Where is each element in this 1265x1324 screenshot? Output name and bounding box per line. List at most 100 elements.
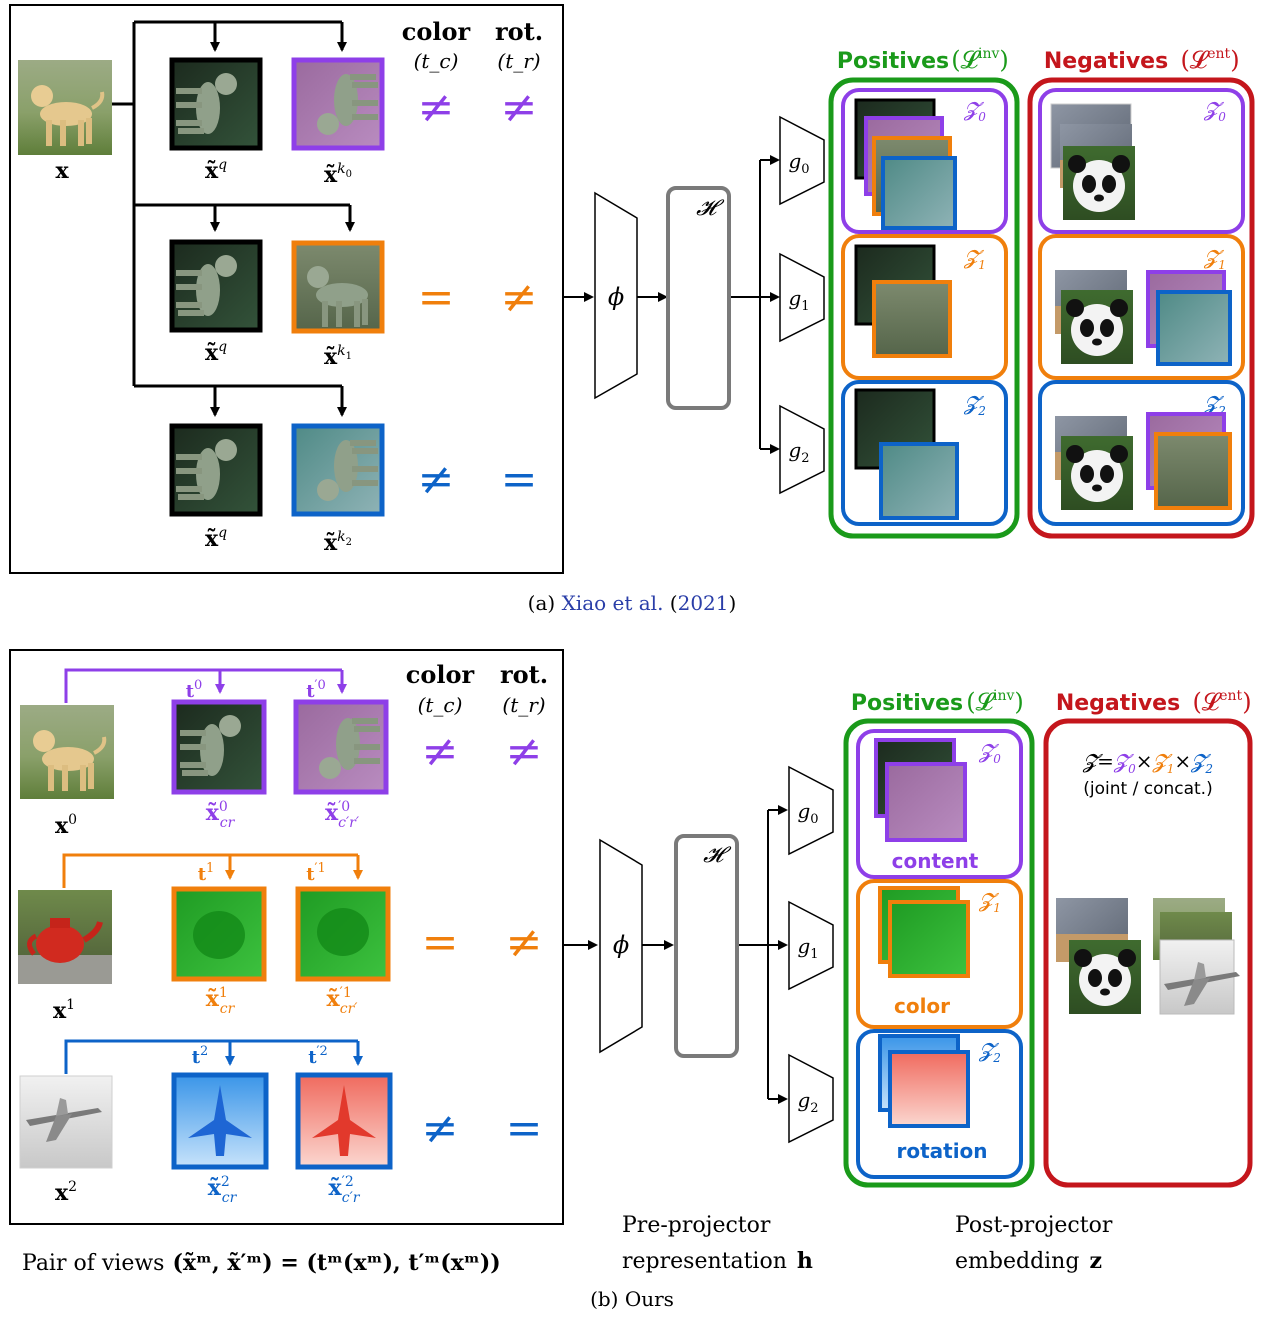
t-label-b0: t0 (186, 678, 203, 702)
rot-rel-b1: ≠ (506, 917, 543, 968)
view-a2-key (291, 423, 385, 517)
loss-ent-a: (𝓛ent) (1180, 46, 1239, 74)
projector-g2-a (779, 404, 825, 495)
input-image-x0 (20, 705, 114, 799)
rot-rel-b0: ≠ (506, 726, 543, 777)
pair-of-views-label: Pair of views(x̃ᵐ, x̃′ᵐ) = (tᵐ(xᵐ), t′ᵐ(… (22, 1250, 501, 1276)
label-a1-q: x̃q (205, 339, 227, 366)
rot-rel-a2: = (501, 454, 538, 505)
view-b1-2 (295, 886, 391, 982)
loss-inv-a: (𝓛inv) (951, 46, 1009, 74)
view-a0-query (169, 57, 263, 151)
header-color-b: color (406, 660, 475, 689)
g1-label-b: g1 (797, 934, 818, 962)
pos-stack-b0 (874, 738, 967, 842)
projector-g0-a (779, 115, 825, 206)
color-rel-a1: = (418, 272, 455, 323)
z1-box-a (841, 234, 1008, 380)
view-a1-query (169, 239, 263, 333)
rot-rel-a1: ≠ (501, 272, 538, 323)
panel-b-frame (9, 649, 564, 1225)
t-label-b1: t1 (198, 861, 215, 885)
input-image-x1 (18, 890, 112, 984)
input-label-x0: x0 (55, 812, 77, 839)
negatives-box-b (1043, 718, 1253, 1188)
encoder-phi-b (599, 838, 643, 1054)
neg-z1-box-a (1038, 234, 1245, 380)
pos-stack-a1 (854, 244, 952, 358)
header-color-a: color (402, 17, 471, 46)
neg-z0-box-a (1038, 88, 1245, 234)
connector-b2 (64, 1039, 358, 1074)
view-a0-key (291, 57, 385, 151)
header-rot-b: rot. (500, 660, 548, 689)
projector-branches-a (731, 160, 761, 449)
t-label-b2: t2 (192, 1044, 209, 1068)
z0-label-a: 𝓩0 (963, 97, 986, 124)
pre-projector-label-1: Pre-projector (622, 1213, 771, 1238)
z2-box-a (841, 380, 1008, 526)
label-a0-k: x̃k0 (324, 161, 352, 188)
z2-label-b: 𝓩2 (978, 1038, 1001, 1065)
pos-stack-b1 (878, 886, 970, 978)
phi-label-b: ϕ (613, 931, 629, 959)
projector-g0-b (788, 765, 834, 856)
projector-g2-b (788, 1053, 834, 1144)
neg-z0-label-a: 𝓩0 (1203, 97, 1226, 124)
g0-label-a: g0 (788, 149, 809, 177)
loss-ent-b: (𝓛ent) (1192, 688, 1251, 716)
pos-label-color: color (894, 994, 950, 1018)
panel-a-frame (9, 4, 564, 574)
connector-b1 (62, 853, 358, 888)
neg-stack-a0 (1050, 103, 1135, 220)
z1-label-a: 𝓩1 (963, 245, 986, 272)
representation-h-b (674, 834, 739, 1058)
joint-equation: 𝓩=𝓩0×𝓩1×𝓩2 (1082, 749, 1213, 776)
input-label-x2: x2 (55, 1179, 77, 1206)
color-rel-a2: ≠ (418, 454, 455, 505)
view-b1-1 (171, 886, 267, 982)
rot-rel-a0: ≠ (501, 82, 538, 133)
neg-stack-a1 (1055, 270, 1232, 366)
pos-stack-b2 (878, 1034, 970, 1128)
branch-connectors-a (112, 20, 350, 388)
z1-label-b: 𝓩1 (978, 888, 1001, 915)
tp-label-b2: t′2 (308, 1044, 328, 1068)
joint-note: (joint / concat.) (1083, 779, 1212, 799)
negatives-box-a (1027, 77, 1255, 539)
projector-branches-b (739, 810, 769, 1099)
neg-stack-b (1056, 898, 1240, 1015)
representation-h-a (666, 186, 731, 410)
neg-z2-box-a (1038, 380, 1245, 526)
header-color-sub-a: (t_c) (414, 49, 459, 73)
rot-rel-b2: = (506, 1103, 543, 1154)
g2-label-a: g2 (788, 438, 809, 466)
negatives-title-b: Negatives (1056, 691, 1180, 716)
caption-a: (a) Xiao et al. (2021) (528, 591, 737, 615)
label-a2-k: x̃k2 (324, 529, 352, 556)
z0-box-b (856, 729, 1023, 879)
z2-label-a: 𝓩2 (963, 391, 986, 418)
pos-label-content: content (892, 849, 979, 873)
view-b2-2 (295, 1072, 393, 1170)
color-rel-b2: ≠ (422, 1103, 459, 1154)
caption-b: (b) Ours (590, 1287, 674, 1311)
tp-label-b0: t′0 (306, 678, 326, 702)
loss-inv-b: (𝓛inv) (966, 688, 1024, 716)
view-a2-query (169, 423, 263, 517)
label-a0-q: x̃q (205, 157, 227, 184)
color-rel-a0: ≠ (418, 82, 455, 133)
pos-stack-a0 (854, 98, 957, 230)
g2-label-b: g2 (797, 1088, 818, 1116)
pos-label-rotation: rotation (896, 1139, 987, 1163)
view-b0-2 (293, 699, 389, 795)
negatives-title-a: Negatives (1044, 49, 1168, 74)
encoder-phi-a (594, 191, 638, 400)
